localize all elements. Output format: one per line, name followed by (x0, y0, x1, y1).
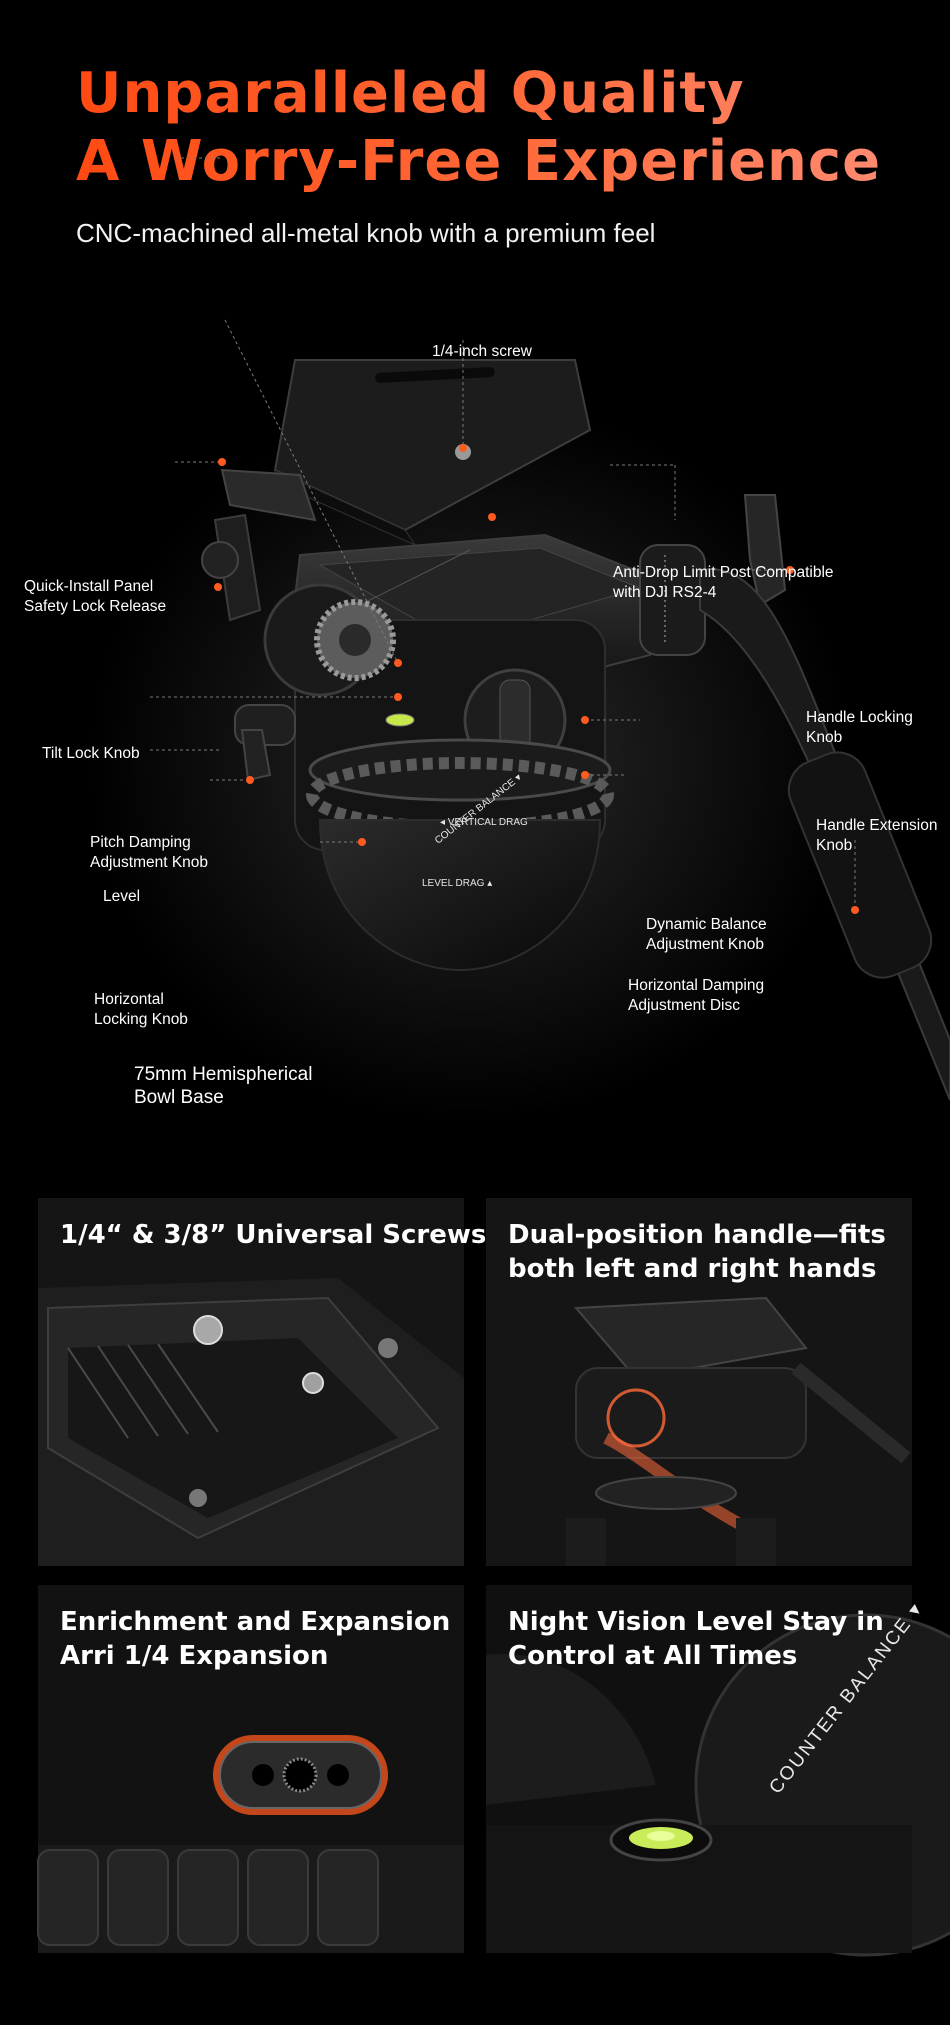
pan-handle (699, 568, 950, 1101)
product-illustration: ◂ VERTICAL DRAG COUNTER BALANCE ▾ LEVEL … (0, 157, 950, 1180)
pitch-damping-wheel (263, 583, 396, 697)
bubble-level (385, 713, 415, 727)
callout-handle-extension: Handle Extension Knob (816, 817, 938, 854)
body-text-level-drag: LEVEL DRAG ▴ (422, 878, 492, 889)
callout-bowl-base: 75mm Hemispherical Bowl Base (134, 1064, 313, 1108)
plate-closeup-image (38, 1198, 464, 1566)
hemispherical-bowl (318, 819, 602, 972)
callout-level: Level (103, 888, 141, 905)
callout-horizontal-damping: Horizontal Damping Adjustment Disc (628, 977, 765, 1014)
feature-card-dual-handle: Dual-position handle—fits both left and … (486, 1198, 912, 1566)
hero-title-line-1: Unparalleled Quality (76, 61, 745, 126)
callout-screw: 1/4-inch screw (432, 343, 532, 360)
horizontal-locking-knob (234, 704, 296, 782)
leader-lines (150, 157, 856, 910)
callout-markers (214, 444, 859, 914)
callout-anti-drop: Anti-Drop Limit Post Compatible with DJI… (613, 564, 834, 601)
callout-pitch-damping: Pitch Damping Adjustment Knob (90, 834, 209, 871)
callout-dynamic-balance: Dynamic Balance Adjustment Knob (646, 916, 767, 953)
handle-locking-knob-shape (743, 494, 787, 607)
feature-title: Enrichment and Expansion Arri 1/4 Expans… (60, 1607, 451, 1671)
bubble-level-image: COUNTER BALANCE ▾ (486, 1585, 950, 1957)
tilt-lock-knob (201, 513, 262, 622)
hero-title: Unparalleled Quality A Worry-Free Experi… (76, 60, 881, 196)
feature-card-universal-screws: 1/4“ & 3/8” Universal Screws (38, 1198, 486, 1566)
safety-lock-lever (220, 468, 317, 522)
callout-quick-install: Quick-Install Panel Safety Lock Release (24, 578, 167, 615)
body-text-vertical-drag: ◂ VERTICAL DRAG (440, 817, 528, 828)
callout-horizontal-locking: Horizontal Locking Knob (94, 991, 188, 1028)
feature-card-night-vision-level: Night Vision Level Stay in Control at Al… (486, 1585, 950, 1957)
hero-title-line-2: A Worry-Free Experience (76, 129, 882, 194)
fluid-head-drawing: ◂ VERTICAL DRAG COUNTER BALANCE ▾ LEVEL … (90, 157, 950, 1120)
dual-handle-image (486, 1198, 912, 1566)
feature-title: Dual-position handle—fits both left and … (508, 1220, 886, 1284)
callout-tilt-lock: Tilt Lock Knob (42, 745, 140, 762)
feature-card-arri-expansion: Enrichment and Expansion Arri 1/4 Expans… (37, 1585, 464, 1953)
feature-title: 1/4“ & 3/8” Universal Screws (60, 1220, 487, 1250)
feature-title: Night Vision Level Stay in Control at Al… (508, 1607, 884, 1671)
arri-mount-image (37, 1585, 464, 1953)
callout-handle-locking: Handle Locking Knob (806, 709, 913, 746)
horizontal-damping-ring (306, 738, 614, 833)
hero-subtitle: CNC-machined all-metal knob with a premi… (76, 218, 656, 248)
